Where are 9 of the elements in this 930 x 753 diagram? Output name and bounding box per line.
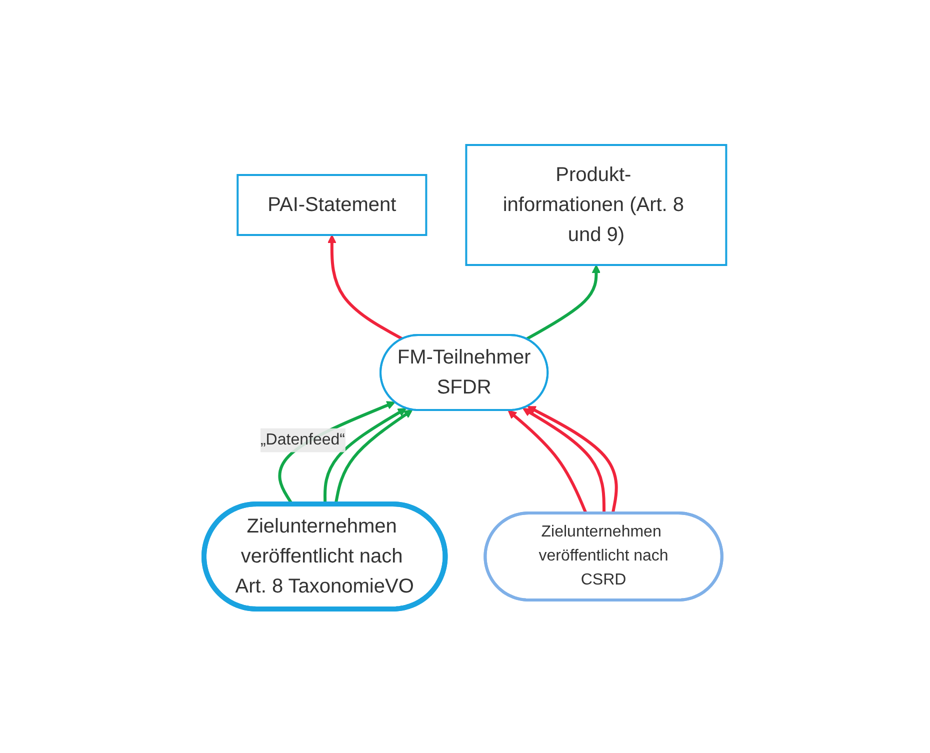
arrow: [334, 409, 413, 504]
edge-label: „Datenfeed“: [260, 430, 345, 448]
arrow: [527, 406, 618, 514]
node-box: PAI-Statement: [236, 174, 428, 236]
arrow: [323, 407, 406, 504]
arrow: [327, 234, 404, 340]
node-box: Produkt- informationen (Art. 8 und 9): [465, 144, 728, 266]
arrow: [526, 264, 600, 340]
arrow: [522, 407, 606, 513]
